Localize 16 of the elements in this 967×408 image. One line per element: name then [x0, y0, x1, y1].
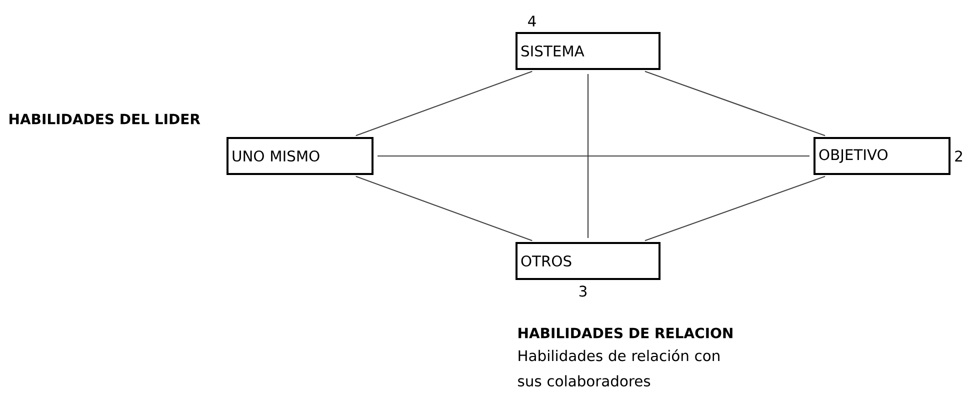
node-number: 3: [579, 286, 586, 297]
heading: HABILIDADES DE RELACION: [518, 328, 732, 338]
connector-line: [378, 155, 810, 157]
node-box: OBJETIVO: [814, 137, 950, 175]
node-number: 4: [528, 16, 536, 26]
node-box: UNO MISMO: [226, 137, 374, 175]
connector-line: [644, 70, 826, 136]
description-text: Habilidades de relación con sus colaboradores: [518, 349, 720, 387]
node-number: 2: [955, 150, 962, 162]
connector-line: [356, 70, 532, 136]
connector-line: [356, 176, 532, 242]
node-box: SISTEMA: [516, 32, 660, 70]
node-box: OTROS: [516, 242, 660, 280]
heading: HABILIDADES DEL LIDER: [10, 114, 200, 124]
connector-line: [587, 74, 589, 238]
connector-line: [644, 176, 826, 242]
